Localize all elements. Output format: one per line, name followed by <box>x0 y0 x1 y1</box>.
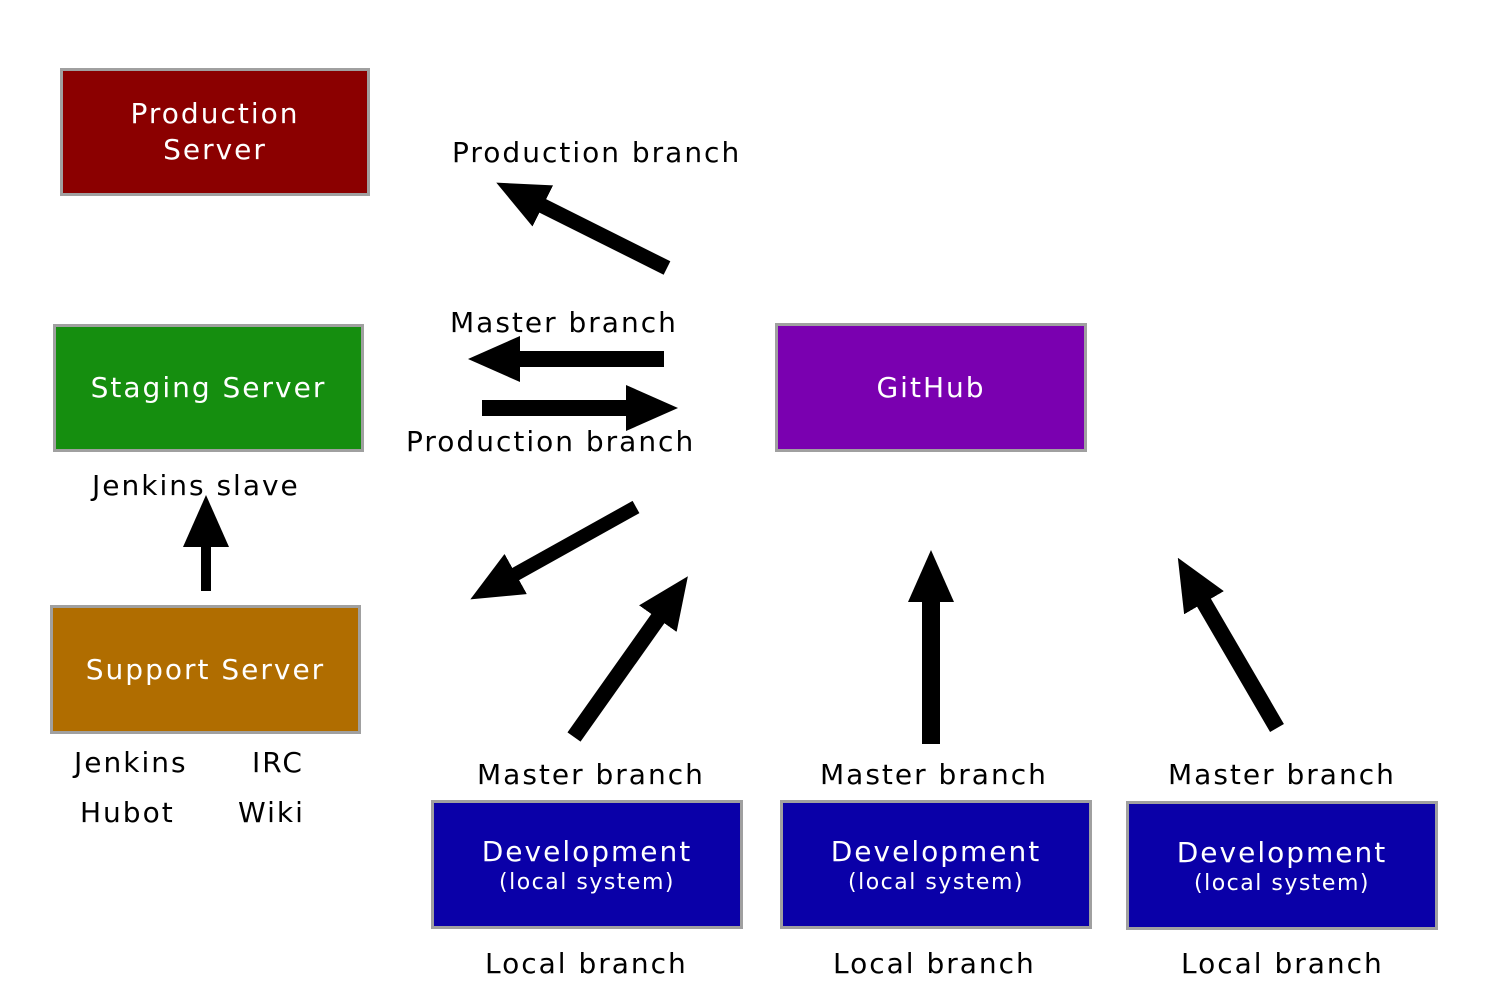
dev-master-branch-label: Master branch <box>1168 758 1396 791</box>
development-title: Development <box>481 834 693 868</box>
arrow-github-to-production <box>496 182 671 275</box>
production-server-subtitle: Server <box>163 133 267 166</box>
dev-master-branch-label: Master branch <box>477 758 705 791</box>
development-title: Development <box>1176 835 1388 869</box>
support-server-title: Support Server <box>85 652 326 686</box>
production-branch-label-top: Production branch <box>452 136 742 169</box>
arrow-dev3-to-github <box>1177 557 1284 733</box>
production-server-box: Production Server <box>60 68 370 196</box>
dev-local-branch-label: Local branch <box>485 947 688 980</box>
dev-master-branch-label: Master branch <box>820 758 1048 791</box>
arrow-dev1-to-github <box>567 576 688 742</box>
github-title: GitHub <box>876 370 986 404</box>
development-box-2: Development (local system) <box>780 800 1092 929</box>
staging-server-box: Staging Server <box>53 324 364 452</box>
support-server-box: Support Server <box>50 605 361 734</box>
development-subtitle: (local system) <box>1194 870 1370 896</box>
development-title: Development <box>830 834 1042 868</box>
dev-local-branch-label: Local branch <box>1181 947 1384 980</box>
production-server-title: Production <box>130 97 300 130</box>
development-box-3: Development (local system) <box>1126 801 1438 930</box>
development-subtitle: (local system) <box>848 869 1024 895</box>
staging-server-title: Staging Server <box>90 371 327 404</box>
development-box-1: Development (local system) <box>431 800 743 929</box>
development-subtitle: (local system) <box>499 869 675 895</box>
service-label-hubot: Hubot <box>80 796 175 829</box>
arrow-github-to-dev1 <box>470 500 640 600</box>
master-branch-label-mid: Master branch <box>450 306 678 339</box>
service-label-wiki: Wiki <box>238 796 305 829</box>
service-label-irc: IRC <box>252 746 304 779</box>
github-box: GitHub <box>775 323 1087 452</box>
service-label-jenkins: Jenkins <box>74 746 188 779</box>
dev-local-branch-label: Local branch <box>833 947 1036 980</box>
